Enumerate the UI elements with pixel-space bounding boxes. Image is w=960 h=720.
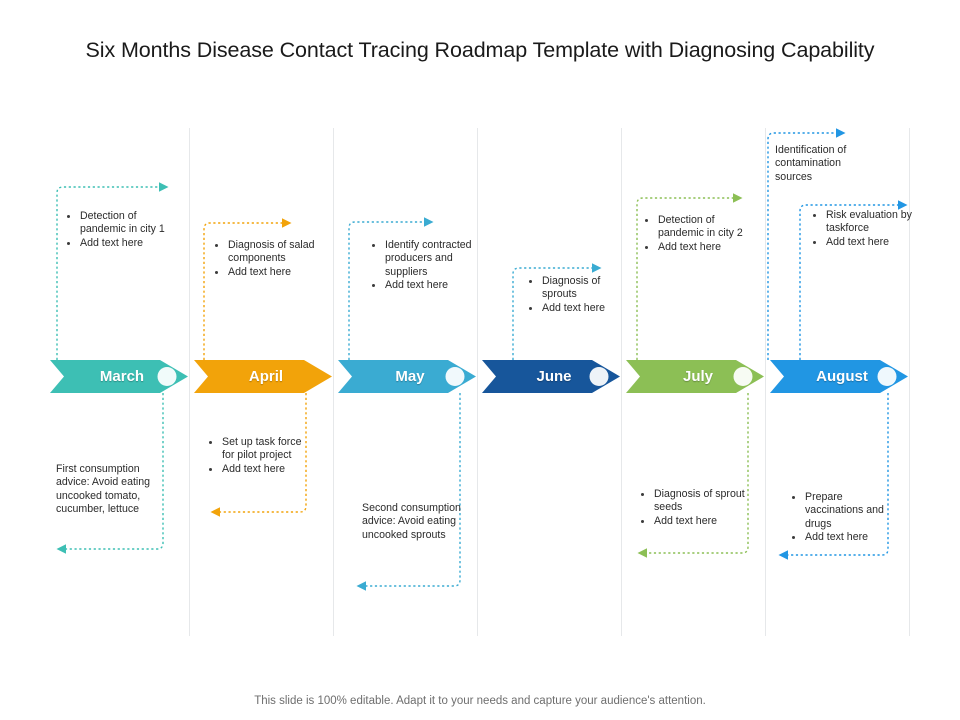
page-title: Six Months Disease Contact Tracing Roadm… <box>85 38 875 62</box>
callout-august-below: Prepare vaccinations and drugs Add text … <box>790 491 894 545</box>
list-item: Set up task force for pilot project <box>207 436 315 463</box>
connector-july-below <box>637 393 749 558</box>
list-item: Identification of contamination sources <box>775 144 847 183</box>
list-item: Add text here <box>370 279 482 292</box>
list-item: Diagnosis of sprouts <box>527 275 627 302</box>
callout-march-above: Detection of pandemic in city 1 Add text… <box>65 210 177 250</box>
list-item: Prepare vaccinations and drugs <box>790 491 894 531</box>
callout-list: Detection of pandemic in city 2 Add text… <box>643 214 755 254</box>
list-item: Add text here <box>207 463 315 476</box>
timeline-label-july: July <box>682 368 713 385</box>
list-item: Diagnosis of sprout seeds <box>639 488 751 515</box>
column-separator <box>621 128 622 636</box>
list-item: Add text here <box>213 266 323 279</box>
list-item: Second consumption advice: Avoid eating … <box>362 502 461 541</box>
callout-list: Identification of contamination sources <box>775 144 879 184</box>
list-item: Risk evaluation by taskforce <box>811 209 913 236</box>
column-separator <box>477 128 478 636</box>
list-item: First consumption advice: Avoid eating u… <box>56 463 151 516</box>
footer-note: This slide is 100% editable. Adapt it to… <box>254 695 706 707</box>
callout-april-below: Set up task force for pilot project Add … <box>207 436 315 476</box>
list-item: Add text here <box>527 302 627 315</box>
column-separator <box>189 128 190 636</box>
connector-may-below <box>356 393 461 591</box>
list-item: Add text here <box>790 531 894 544</box>
list-item: Identify contracted producers and suppli… <box>370 239 482 279</box>
timeline-label-august: August <box>816 368 868 385</box>
callout-may-above: Identify contracted producers and suppli… <box>370 239 482 293</box>
callout-list: Prepare vaccinations and drugs Add text … <box>790 491 894 545</box>
callout-june-above: Diagnosis of sprouts Add text here <box>527 275 627 315</box>
callout-list: First consumption advice: Avoid eating u… <box>56 463 164 517</box>
callout-july-below: Diagnosis of sprout seeds Add text here <box>639 488 751 528</box>
callout-list: Diagnosis of salad components Add text h… <box>213 239 323 279</box>
callout-august-above-top: Identification of contamination sources <box>775 144 879 184</box>
list-item: Add text here <box>65 237 177 250</box>
callout-list: Second consumption advice: Avoid eating … <box>362 502 464 542</box>
callout-april-above: Diagnosis of salad components Add text h… <box>213 239 323 279</box>
list-item: Detection of pandemic in city 1 <box>65 210 177 237</box>
column-separator <box>909 128 910 636</box>
list-item: Add text here <box>811 236 913 249</box>
callout-may-below: Second consumption advice: Avoid eating … <box>362 502 464 542</box>
callout-august-above-second: Risk evaluation by taskforce Add text he… <box>811 209 913 249</box>
callout-july-above: Detection of pandemic in city 2 Add text… <box>643 214 755 254</box>
list-item: Detection of pandemic in city 2 <box>643 214 755 241</box>
callout-list: Diagnosis of sprout seeds Add text here <box>639 488 751 528</box>
callout-list: Identify contracted producers and suppli… <box>370 239 482 293</box>
callout-list: Risk evaluation by taskforce Add text he… <box>811 209 913 249</box>
timeline-label-april: April <box>248 368 284 385</box>
callout-list: Set up task force for pilot project Add … <box>207 436 315 476</box>
timeline-label-june: June <box>536 368 572 385</box>
list-item: Add text here <box>639 515 751 528</box>
callout-list: Diagnosis of sprouts Add text here <box>527 275 627 315</box>
callout-march-below: First consumption advice: Avoid eating u… <box>56 463 164 517</box>
column-separator <box>333 128 334 636</box>
timeline-label-may: May <box>395 368 425 385</box>
list-item: Add text here <box>643 241 755 254</box>
callout-list: Detection of pandemic in city 1 Add text… <box>65 210 177 250</box>
column-separator <box>765 128 766 636</box>
timeline-label-march: March <box>99 368 145 385</box>
list-item: Diagnosis of salad components <box>213 239 323 266</box>
